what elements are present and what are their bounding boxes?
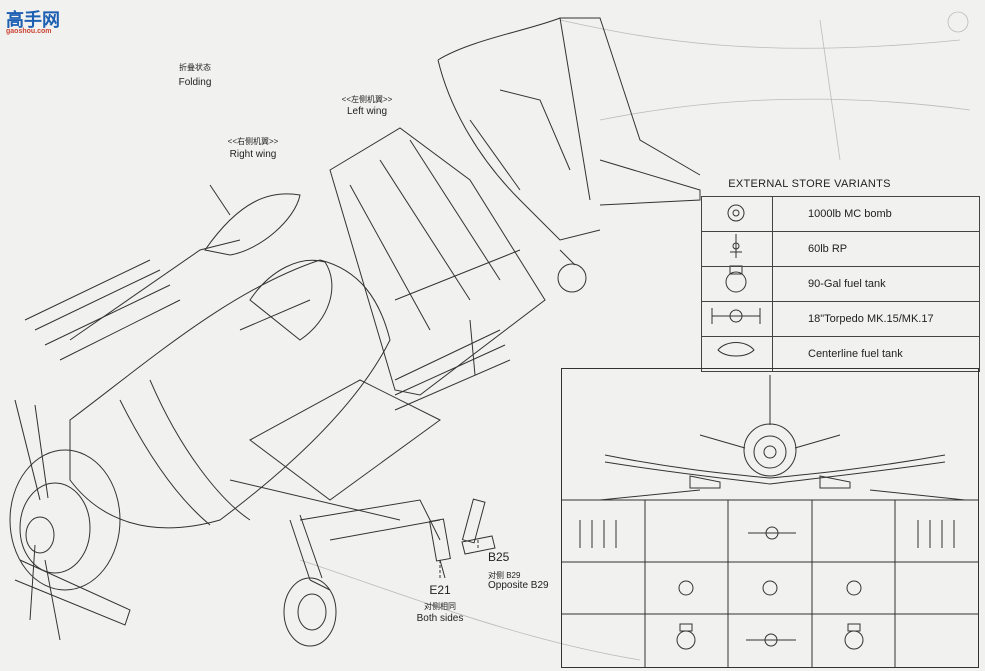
store-row: 90-Gal fuel tank — [701, 266, 980, 302]
part-b25-note: Opposite B29 — [488, 580, 549, 591]
drop-tank-icon — [701, 266, 773, 302]
store-label: 18"Torpedo MK.15/MK.17 — [772, 301, 980, 337]
right-wing-label-cn: <<右侧机翼>> — [227, 137, 279, 146]
centerline-tank-icon — [701, 336, 773, 372]
part-b25-label: B25 — [488, 550, 510, 564]
bomb-icon — [701, 196, 773, 232]
folding-label-cn: 折叠状态 — [179, 63, 211, 72]
background-ghost-lines — [299, 11, 971, 661]
store-variants-table: 1000lb MC bomb 60lb RP 90-Gal fuel tank … — [701, 196, 980, 372]
front-view-aircraft — [599, 375, 966, 501]
store-label: Centerline fuel tank — [772, 336, 980, 372]
store-row: 18"Torpedo MK.15/MK.17 — [701, 301, 980, 337]
part-b25-note-cn: 对侧 B29 — [488, 571, 521, 580]
rocket-icon — [701, 231, 773, 267]
torpedo-icon — [701, 301, 773, 337]
store-row: 1000lb MC bomb — [701, 196, 980, 232]
part-e21-label: E21 — [429, 583, 451, 597]
store-label: 1000lb MC bomb — [772, 196, 980, 232]
part-e21-note-cn: 对侧相同 — [424, 602, 456, 611]
store-label: 60lb RP — [772, 231, 980, 267]
store-row: Centerline fuel tank — [701, 336, 980, 372]
store-label: 90-Gal fuel tank — [772, 266, 980, 302]
logo-text: 高手网 — [6, 10, 60, 30]
main-landing-gear — [283, 514, 337, 647]
folding-label: Folding — [178, 77, 212, 88]
right-wing-folded — [24, 184, 301, 361]
fuselage — [69, 259, 441, 541]
part-e21-b25 — [429, 498, 496, 580]
left-wing-label-cn: <<左侧机翼>> — [341, 95, 393, 104]
right-wing-label: Right wing — [229, 149, 277, 160]
store-table-title: EXTERNAL STORE VARIANTS — [728, 178, 891, 190]
part-e21-note: Both sides — [416, 613, 464, 624]
left-wing-folded — [329, 127, 546, 411]
engine-propeller — [9, 399, 131, 641]
store-row: 60lb RP — [701, 231, 980, 267]
tail-section — [437, 17, 701, 293]
logo-subtext: gaoshou.com — [6, 28, 52, 35]
front-view-box — [561, 368, 979, 668]
variant-grid — [561, 499, 979, 668]
left-wing-label: Left wing — [346, 106, 388, 117]
site-logo: 高手网 gaoshou.com — [4, 4, 78, 38]
